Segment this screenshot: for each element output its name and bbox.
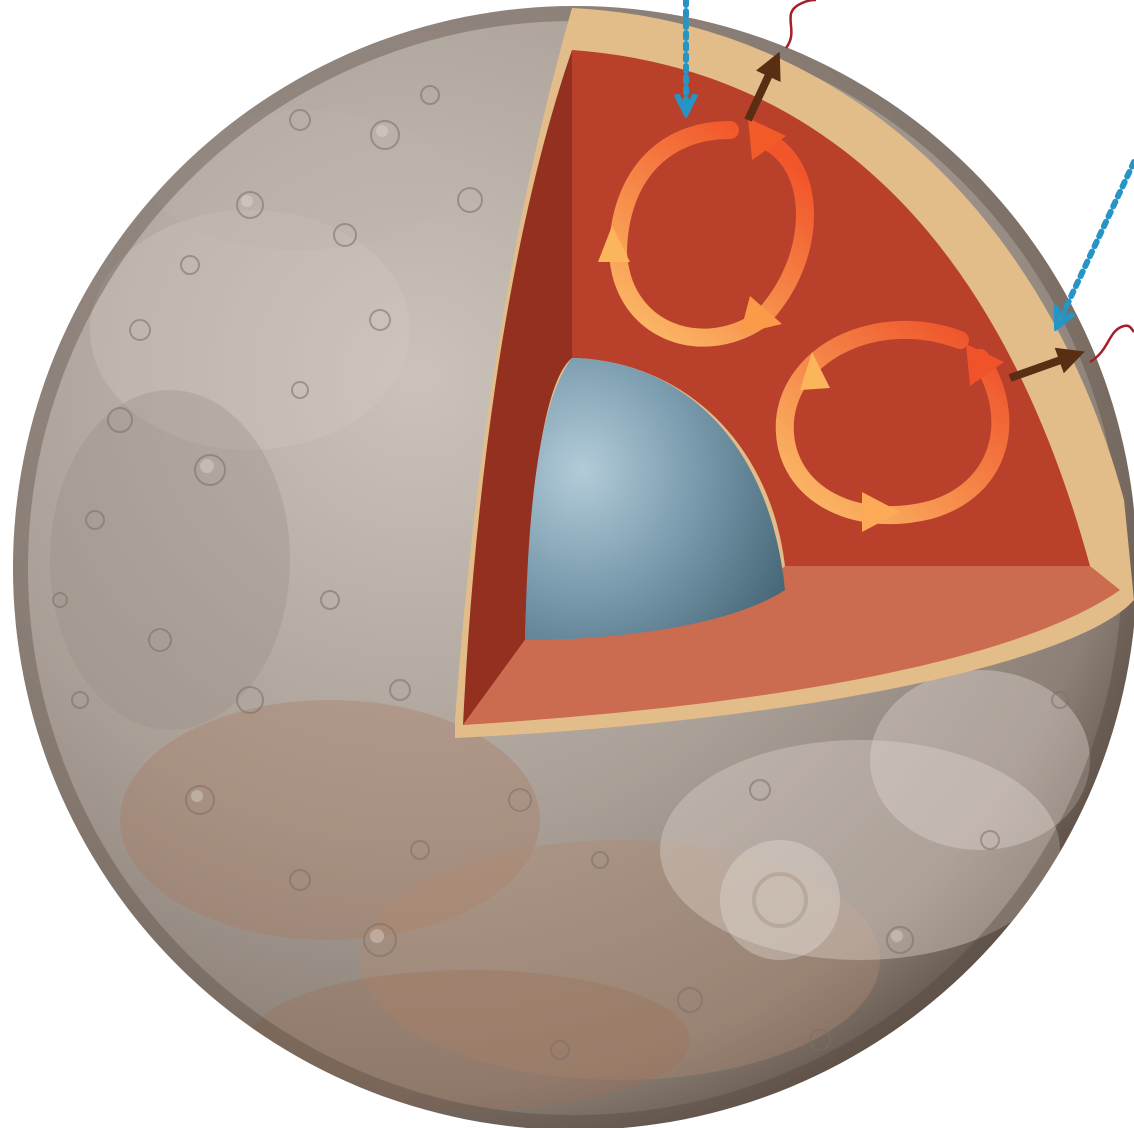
infall-arrow-icon — [1060, 162, 1134, 320]
outflow-wave-icon — [786, 0, 816, 48]
outflow-wave-icon — [1090, 326, 1134, 362]
ray-crater — [720, 840, 840, 960]
